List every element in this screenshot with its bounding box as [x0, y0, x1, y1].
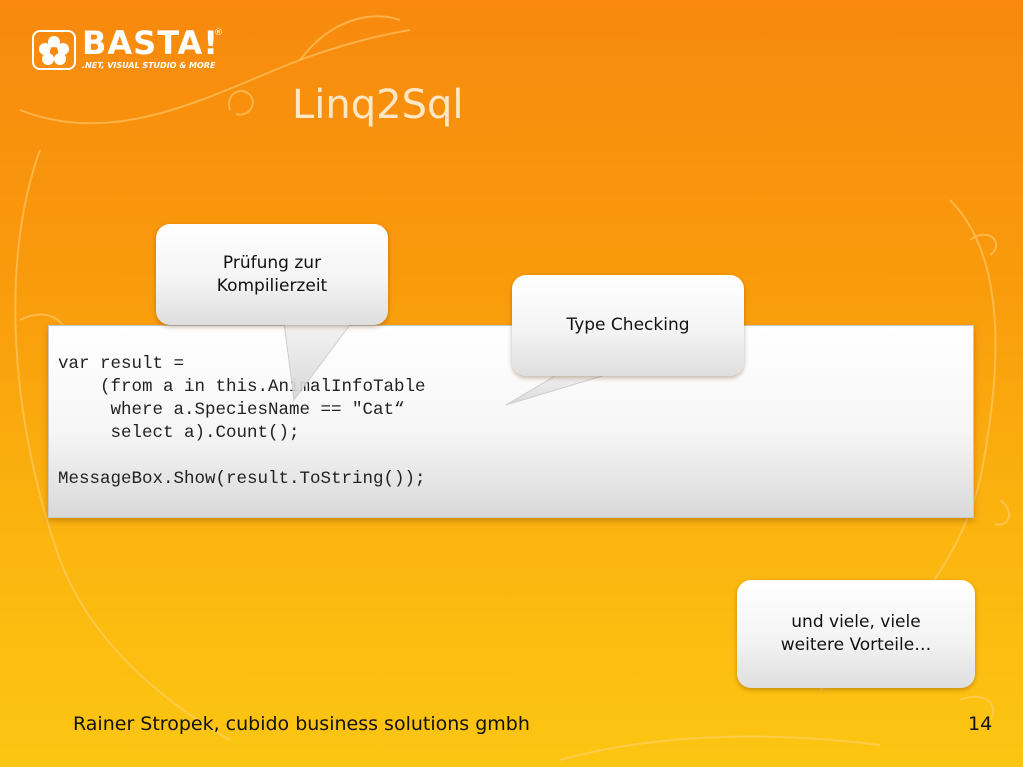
callout-more-benefits-text: und viele, viele weitere Vorteile… — [780, 612, 932, 655]
basta-logo: BASTA! ® .NET, VISUAL STUDIO & MORE — [32, 24, 232, 76]
footer-author: Rainer Stropek, cubido business solution… — [73, 713, 530, 735]
callout-type-checking-text: Type Checking — [566, 315, 690, 335]
callout-more-benefits: und viele, viele weitere Vorteile… — [737, 580, 975, 688]
code-snippet: var result = (from a in this.AnimalInfoT… — [58, 354, 426, 489]
logo-wordmark: BASTA! — [82, 24, 219, 62]
callout-type-checking: Type Checking — [512, 275, 744, 376]
callout-compile-time-text: Prüfung zur Kompilierzeit — [216, 252, 328, 296]
page-number: 14 — [968, 713, 993, 735]
registered-mark: ® — [214, 28, 223, 38]
code-box: var result = (from a in this.AnimalInfoT… — [48, 325, 974, 518]
flower-icon — [32, 30, 76, 70]
slide-title: Linq2Sql — [292, 82, 464, 128]
callout-compile-time: Prüfung zur Kompilierzeit — [156, 224, 388, 325]
logo-tagline: .NET, VISUAL STUDIO & MORE — [82, 61, 216, 70]
